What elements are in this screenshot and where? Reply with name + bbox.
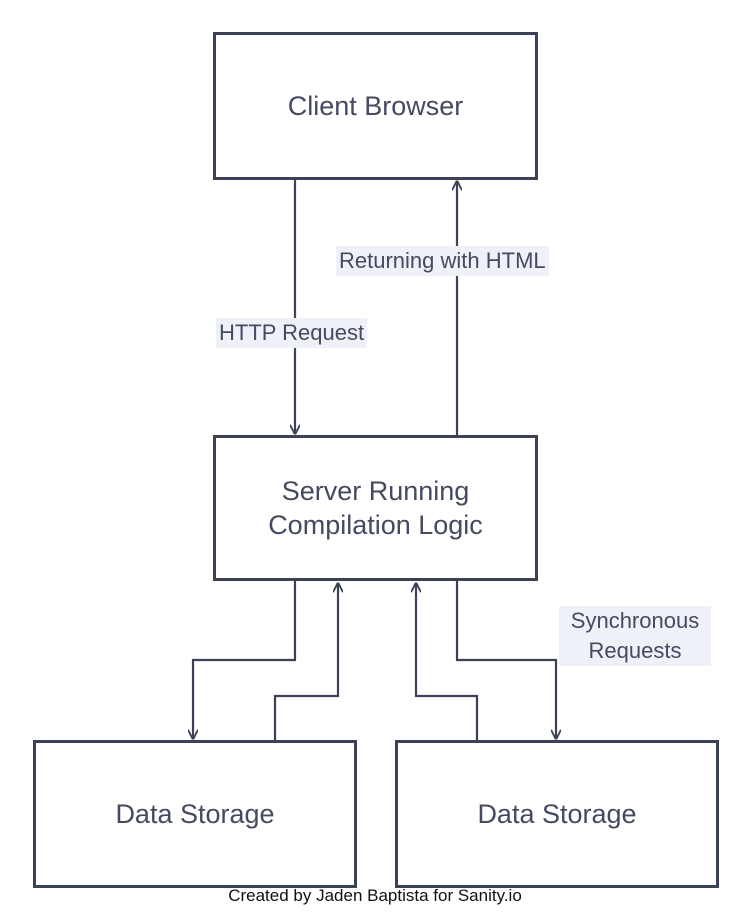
node-server: Server Running Compilation Logic — [213, 435, 538, 581]
node-client-browser: Client Browser — [213, 32, 538, 180]
node-data-storage-right-label: Data Storage — [477, 799, 637, 829]
node-data-storage-right: Data Storage — [395, 740, 719, 888]
node-client-browser-label: Client Browser — [287, 91, 464, 121]
label-returning-html: Returning with HTML — [336, 246, 549, 276]
node-server-label: Server Running Compilation Logic — [268, 476, 483, 540]
edge-server-to-right-storage — [455, 581, 556, 738]
node-data-storage-left-label: Data Storage — [115, 799, 275, 829]
edge-server-to-left-storage — [193, 581, 297, 738]
node-data-storage-left: Data Storage — [33, 740, 357, 888]
caption-credit: Created by Jaden Baptista for Sanity.io — [228, 886, 522, 905]
edge-left-storage-to-server — [273, 584, 338, 740]
label-synchronous-requests: Synchronous Requests — [559, 606, 711, 666]
label-http-request: HTTP Request — [216, 318, 368, 348]
edge-right-storage-to-server — [416, 584, 479, 740]
